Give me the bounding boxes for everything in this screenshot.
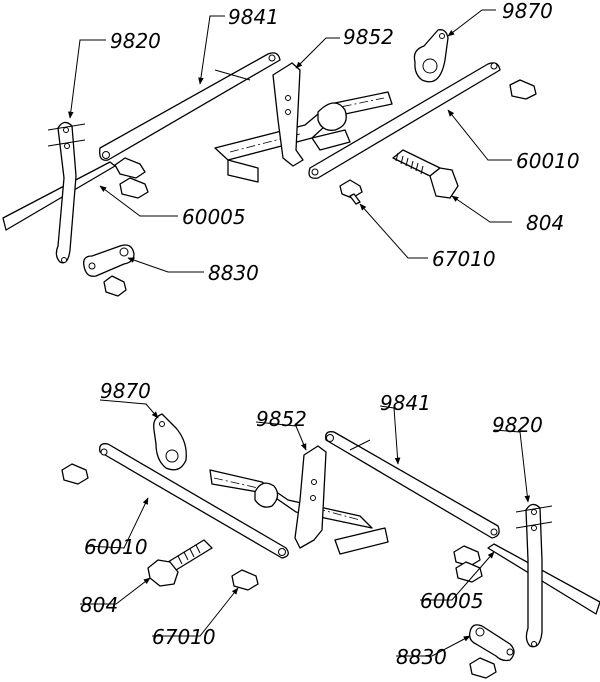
bottom-callout-60010: 60010 [84, 535, 148, 559]
top-callout-60010: 60010 [516, 149, 580, 173]
top-lever-9820 [47, 121, 86, 264]
top-callout-67010: 67010 [432, 247, 496, 271]
bottom-callout-9852: 9852 [256, 407, 307, 431]
bottom-link-8830 [468, 624, 515, 662]
top-link-9841 [99, 52, 281, 161]
bottom-link-9841 [325, 431, 500, 539]
bottom-callout-67010: 67010 [152, 625, 216, 649]
bottom-assembly: 9870 9852 9841 9820 60010 804 67010 6000… [61, 379, 600, 679]
bottom-screws [61, 463, 497, 679]
bottom-callout-9870: 9870 [100, 379, 151, 403]
bottom-bolt-804 [147, 539, 213, 587]
top-frame-section [214, 91, 393, 183]
bottom-callout-8830: 8830 [396, 645, 447, 669]
top-callout-8830: 8830 [208, 261, 259, 285]
top-link-60010 [308, 62, 501, 179]
top-callout-9870: 9870 [502, 0, 553, 23]
bottom-callout-60005: 60005 [420, 589, 484, 613]
bottom-callout-9820: 9820 [492, 413, 543, 437]
top-callout-804: 804 [526, 211, 564, 235]
top-clevis-9870 [413, 29, 449, 83]
top-callout-9852: 9852 [343, 25, 394, 49]
top-bolt-804 [392, 149, 459, 199]
bottom-bracket-9852 [294, 445, 327, 549]
bottom-leaders [80, 399, 531, 657]
top-screw-67010 [339, 179, 363, 205]
top-callout-9841: 9841 [228, 5, 279, 29]
bottom-frame-section [209, 469, 389, 555]
top-pivot-screws [114, 79, 537, 199]
bottom-clevis-9870 [153, 413, 187, 471]
top-callout-9820: 9820 [110, 29, 161, 53]
bottom-lever-9820 [515, 503, 553, 648]
top-callout-60005: 60005 [182, 205, 246, 229]
top-assembly: 9820 9841 9852 9870 60010 60005 804 6701… [2, 0, 580, 297]
top-leaders [68, 9, 512, 273]
top-link-8830 [83, 244, 135, 297]
bottom-callout-804: 804 [80, 593, 118, 617]
bottom-callout-9841: 9841 [380, 391, 431, 415]
top-rod-60005 [2, 161, 116, 231]
top-bracket-9852 [272, 62, 304, 167]
bottom-rod-60005 [487, 543, 600, 615]
bottom-link-60010 [99, 443, 289, 559]
